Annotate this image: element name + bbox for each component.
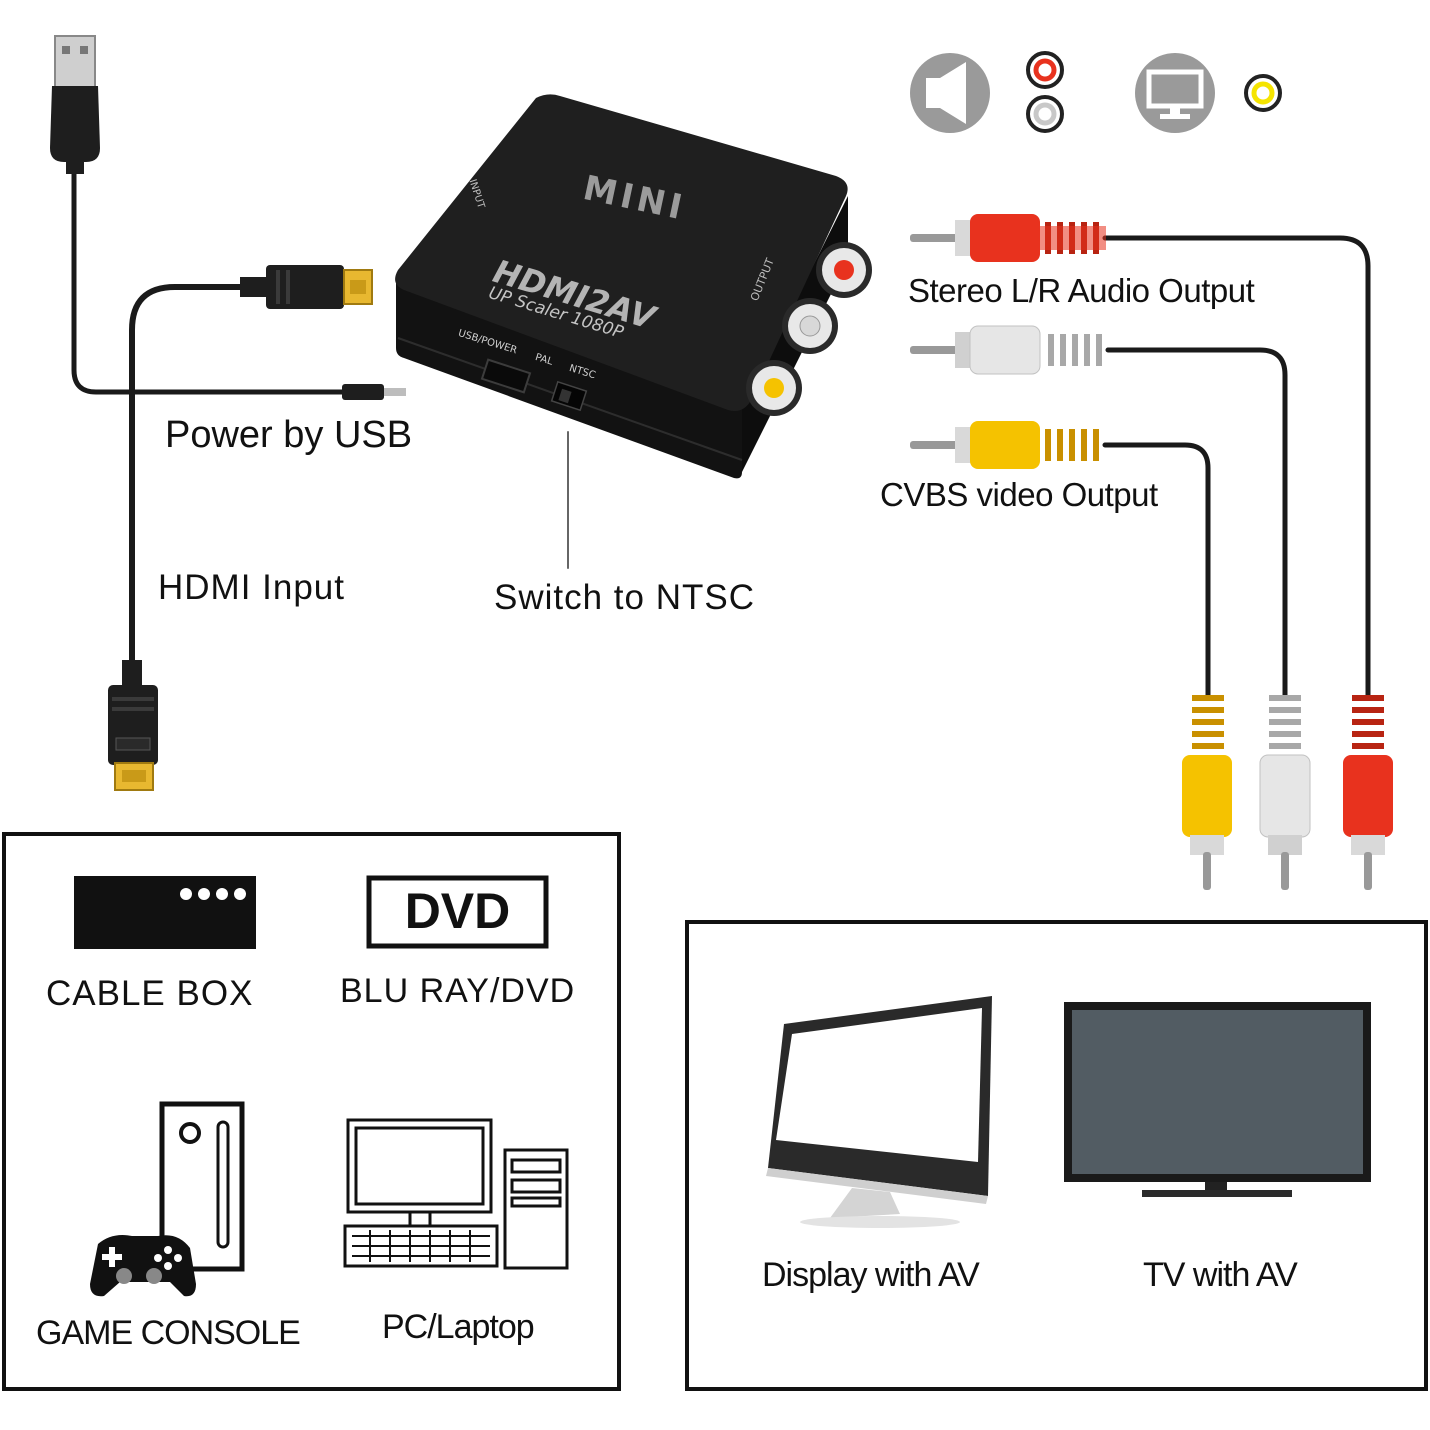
tv-with-av-label: TV with AV xyxy=(1143,1256,1298,1294)
cables xyxy=(71,167,1371,698)
hdmi-plug-icon xyxy=(240,265,373,309)
hdmi-input-label: HDMI Input xyxy=(158,568,345,607)
rca-plug-white-left xyxy=(910,325,1102,375)
converter-box xyxy=(395,94,848,479)
rca-red-white-icon xyxy=(1026,51,1064,133)
white-cable xyxy=(1105,347,1288,698)
rca-plug-yellow-down xyxy=(1182,695,1232,890)
hdmi-plug-bottom xyxy=(108,660,158,791)
speaker-icon xyxy=(910,53,990,133)
usb-plug-icon xyxy=(50,35,100,174)
dvd-logo-frame xyxy=(366,875,549,949)
pc-laptop-label: PC/Laptop xyxy=(382,1308,535,1346)
cable-box-label: CABLE BOX xyxy=(46,974,254,1013)
tv-icon xyxy=(1064,1002,1371,1197)
display-with-av-label: Display with AV xyxy=(762,1256,980,1294)
output-jacks xyxy=(746,242,872,416)
blu-ray-label: BLU RAY/DVD xyxy=(340,972,576,1010)
hdmi-cable xyxy=(129,284,243,668)
dvd-logo-text: DVD xyxy=(404,883,511,939)
power-by-usb-label: Power by USB xyxy=(165,414,413,456)
sources-panel xyxy=(2,832,621,1391)
rca-plug-white-down xyxy=(1259,695,1311,890)
switch-ntsc-label: Switch to NTSC xyxy=(494,578,755,617)
game-console-label: GAME CONSOLE xyxy=(36,1314,301,1352)
monitor-icon xyxy=(1135,53,1215,133)
yellow-cable xyxy=(1102,442,1211,698)
rca-plug-yellow-left xyxy=(910,421,1099,469)
audio-output-label: Stereo L/R Audio Output xyxy=(908,272,1255,309)
pc-laptop-icon xyxy=(343,1118,569,1270)
rca-yellow-icon xyxy=(1244,74,1282,112)
cable-box-icon xyxy=(74,876,256,949)
power-jack xyxy=(342,384,406,400)
video-output-label: CVBS video Output xyxy=(880,476,1158,513)
display-monitor-icon xyxy=(766,996,992,1228)
displays-panel xyxy=(685,920,1428,1391)
rca-plug-red-down xyxy=(1343,695,1393,890)
usb-cable xyxy=(71,167,348,395)
red-cable xyxy=(1102,235,1371,698)
game-console-icon xyxy=(90,1101,245,1297)
rca-plug-red-left xyxy=(910,214,1106,262)
